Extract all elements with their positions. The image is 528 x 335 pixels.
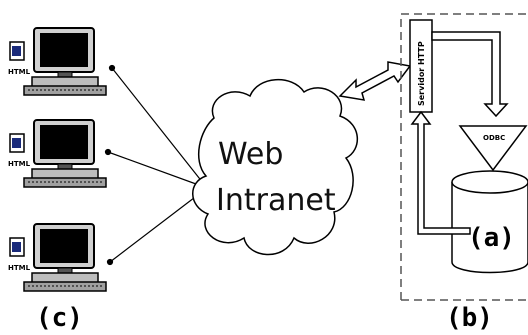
cloud-label-web: Web bbox=[218, 137, 283, 172]
bidirectional-arrow bbox=[338, 61, 412, 101]
cloud-shape bbox=[192, 78, 359, 256]
client-computer-3: HTML bbox=[8, 223, 107, 292]
connection-endpoint bbox=[104, 148, 112, 156]
database-cylinder: (a) bbox=[451, 170, 528, 274]
client-computer-1: HTML bbox=[8, 27, 107, 96]
cloud-label-intranet: Intranet bbox=[216, 183, 336, 218]
computer-icon bbox=[23, 223, 107, 292]
html-document-icon bbox=[9, 237, 25, 257]
web-intranet-cloud: Web Intranet bbox=[192, 78, 359, 256]
html-document-icon bbox=[9, 41, 25, 61]
connection-line-1 bbox=[111, 67, 208, 189]
connection-endpoint bbox=[108, 64, 116, 72]
caption-clients: (c) bbox=[36, 303, 83, 333]
html-document-icon bbox=[9, 133, 25, 153]
client-computer-2: HTML bbox=[8, 119, 107, 188]
server-system-box bbox=[400, 13, 528, 301]
client-connection-lines bbox=[104, 64, 208, 266]
connection-endpoint bbox=[106, 258, 114, 266]
caption-server: (b) bbox=[446, 303, 493, 333]
connection-line-2 bbox=[107, 151, 208, 189]
http-server-label: Servidor HTTP bbox=[417, 41, 426, 106]
database-label: (a) bbox=[468, 223, 515, 253]
http-server-box: Servidor HTTP bbox=[409, 19, 433, 113]
html-file-label: HTML bbox=[8, 160, 31, 168]
odbc-label: ODBC bbox=[483, 134, 505, 142]
connection-line-3 bbox=[109, 187, 208, 263]
database-to-server-arrow bbox=[410, 110, 471, 235]
html-file-label: HTML bbox=[8, 68, 31, 76]
server-to-odbc-arrow bbox=[431, 31, 509, 118]
html-file-label: HTML bbox=[8, 264, 31, 272]
computer-icon bbox=[23, 27, 107, 96]
dashed-boundary bbox=[400, 13, 528, 300]
odbc-driver: ODBC bbox=[458, 125, 528, 172]
computer-icon bbox=[23, 119, 107, 188]
